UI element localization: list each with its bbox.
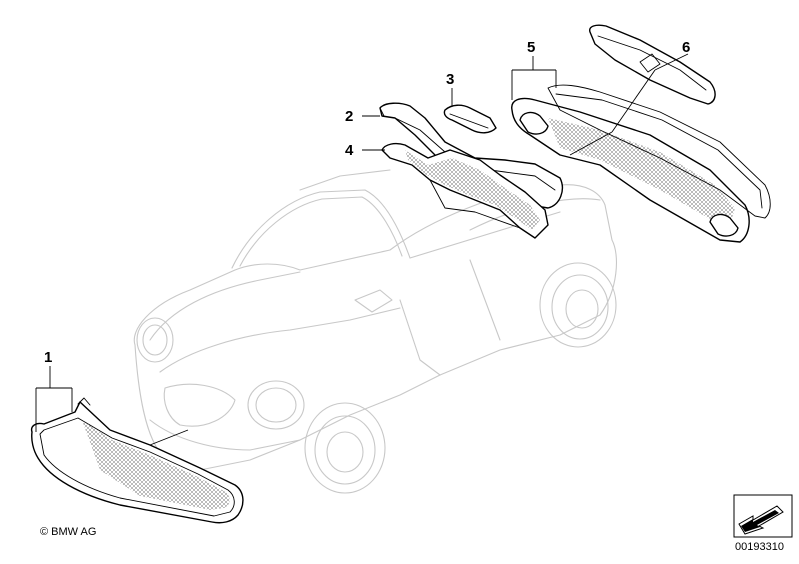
callout-5: 5 [527,39,535,56]
part-5-rear-panel [511,97,750,243]
leader-lines [35,53,689,446]
copyright-notice: © BMW AG [40,526,97,538]
car-outline [133,169,617,494]
callout-6: 6 [682,39,690,56]
callout-4: 4 [345,142,354,159]
part-3-cover [443,104,497,134]
part-4-trim-carrier [381,142,549,239]
document-number: 00193310 [735,541,784,553]
arrow-box-icon[interactable] [733,494,793,538]
callout-numbers: 1 2 3 4 5 6 [44,39,690,366]
callout-2: 2 [345,108,353,125]
callout-3: 3 [446,71,454,88]
part-1-front-grille [30,397,244,524]
part-5-frame [547,84,771,219]
callout-1: 1 [44,349,52,366]
part-6-light-bar [589,24,716,105]
